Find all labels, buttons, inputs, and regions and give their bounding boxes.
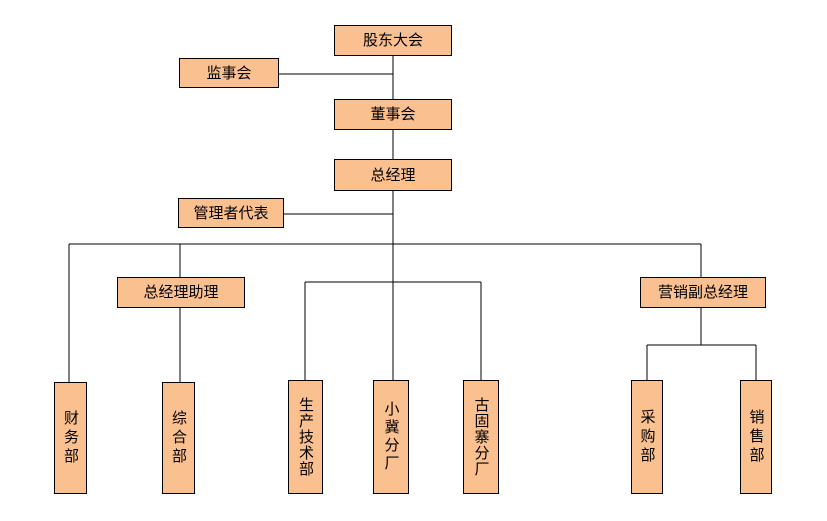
node-xiaoji-plant: 小冀分厂 bbox=[373, 380, 409, 494]
node-sales-vp: 营销副总经理 bbox=[640, 277, 766, 308]
node-sales: 销售部 bbox=[740, 380, 772, 494]
node-finance: 财务部 bbox=[54, 382, 87, 494]
node-purchasing: 采购部 bbox=[631, 380, 663, 494]
node-supervisors: 监事会 bbox=[179, 58, 279, 88]
node-purchasing-label: 采购部 bbox=[638, 408, 657, 466]
node-shareholders: 股东大会 bbox=[334, 25, 452, 56]
node-gm-assistant: 总经理助理 bbox=[117, 277, 245, 308]
node-general-manager-label: 总经理 bbox=[370, 165, 416, 184]
node-sales-vp-label: 营销副总经理 bbox=[657, 283, 748, 301]
node-sales-label: 销售部 bbox=[747, 408, 766, 466]
node-guguzhai-plant-label: 古固寨分厂 bbox=[472, 397, 491, 477]
node-supervisors-label: 监事会 bbox=[206, 63, 252, 82]
node-general-affairs-label: 综合部 bbox=[170, 409, 188, 467]
node-shareholders-label: 股东大会 bbox=[362, 31, 423, 49]
node-finance-label: 财务部 bbox=[62, 409, 80, 467]
node-production-tech: 生产技术部 bbox=[288, 380, 323, 494]
node-gm-assistant-label: 总经理助理 bbox=[143, 283, 219, 301]
node-general-affairs: 综合部 bbox=[162, 382, 195, 494]
node-xiaoji-plant-label: 小冀分厂 bbox=[382, 401, 401, 473]
node-board: 董事会 bbox=[334, 99, 452, 130]
node-management-rep-label: 管理者代表 bbox=[193, 203, 269, 222]
node-general-manager: 总经理 bbox=[334, 159, 452, 191]
node-management-rep: 管理者代表 bbox=[178, 198, 284, 228]
node-production-tech-label: 生产技术部 bbox=[297, 397, 315, 477]
node-guguzhai-plant: 古固寨分厂 bbox=[463, 380, 499, 494]
node-board-label: 董事会 bbox=[370, 105, 416, 123]
